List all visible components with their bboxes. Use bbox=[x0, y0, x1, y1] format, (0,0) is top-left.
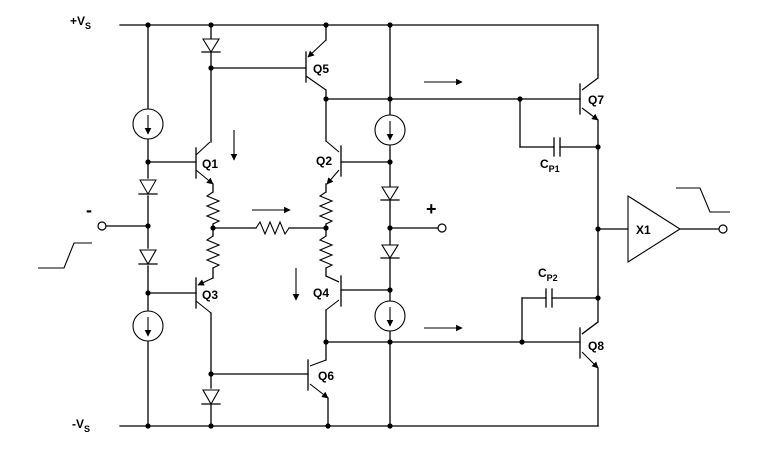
current-source-icon bbox=[132, 310, 164, 342]
inverting-input-port[interactable] bbox=[97, 221, 107, 231]
transistor-q1 bbox=[147, 141, 214, 185]
noninverting-input-port[interactable] bbox=[437, 223, 447, 233]
noninverting-input-sign: + bbox=[426, 199, 437, 219]
transistor-q2 bbox=[325, 140, 391, 185]
label-q1: Q1 bbox=[202, 157, 218, 171]
diode-icon bbox=[380, 186, 400, 202]
buffer-triangle-icon bbox=[627, 194, 682, 264]
diode-icon bbox=[201, 389, 221, 406]
positive-rail bbox=[119, 24, 599, 79]
junction-dots bbox=[145, 22, 601, 429]
label-cp1: CP1 bbox=[540, 157, 560, 174]
transistor-q6 bbox=[307, 359, 329, 399]
current-source-icon bbox=[374, 300, 406, 332]
output-port[interactable] bbox=[718, 224, 728, 234]
diode-icon bbox=[201, 38, 221, 54]
resistor-icon bbox=[255, 220, 290, 236]
resistor-icon bbox=[318, 191, 334, 225]
transistor-q3 bbox=[147, 277, 214, 314]
transistor-q4 bbox=[325, 275, 391, 311]
label-q7: Q7 bbox=[588, 93, 604, 107]
current-source-icon bbox=[374, 114, 406, 146]
diode-icon bbox=[138, 249, 158, 266]
step-waveform-icon bbox=[676, 187, 730, 213]
current-source-icon bbox=[132, 108, 164, 140]
transistor-q5 bbox=[305, 39, 327, 91]
label-x1: X1 bbox=[636, 223, 651, 237]
transistor-q8 bbox=[579, 321, 599, 369]
label-q2: Q2 bbox=[316, 154, 332, 168]
transistor-q7 bbox=[579, 77, 599, 121]
label-q4: Q4 bbox=[313, 286, 329, 300]
capacitor-icon bbox=[553, 137, 561, 157]
negative-rail-label: -VS bbox=[72, 417, 90, 434]
label-q3: Q3 bbox=[202, 288, 218, 302]
diode-icon bbox=[380, 244, 400, 260]
inverting-input-sign: - bbox=[86, 200, 92, 220]
resistor-icon bbox=[205, 191, 221, 225]
resistor-icon bbox=[318, 235, 334, 269]
capacitor-icon bbox=[545, 288, 553, 308]
resistor-icon bbox=[205, 235, 221, 269]
label-q6: Q6 bbox=[318, 369, 334, 383]
positive-rail-label: +VS bbox=[70, 14, 91, 31]
label-q5: Q5 bbox=[313, 62, 329, 76]
diode-icon bbox=[138, 179, 158, 196]
label-q8: Q8 bbox=[588, 339, 604, 353]
step-waveform-icon bbox=[38, 242, 92, 269]
label-cp2: CP2 bbox=[538, 266, 558, 283]
